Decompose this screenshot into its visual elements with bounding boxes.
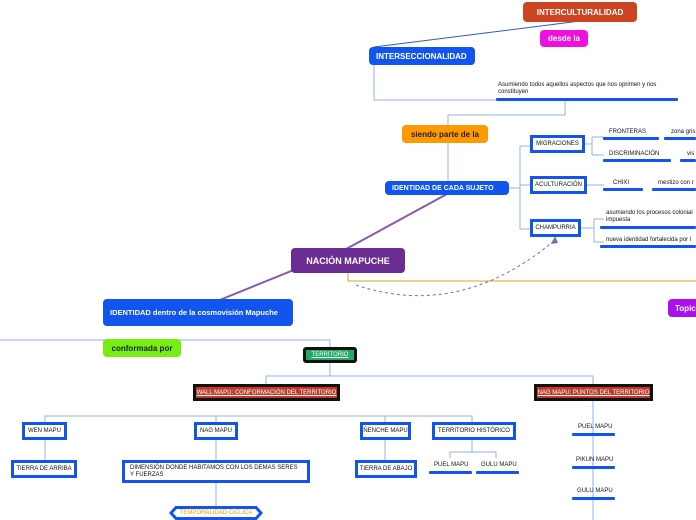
puel-mapu-2-underline [572,433,615,436]
nueva-identidad-underline [600,245,696,248]
nueva-identidad-node[interactable]: nueva identidad fortalecida por l [606,237,692,243]
champurria-node[interactable]: CHAMPURRIA [530,219,581,237]
link-migraciones-children [584,136,604,156]
link-nacion-topic [347,272,696,282]
link-level-2 [44,440,386,460]
link-asumiendo-siendo [447,100,566,125]
mestizo-node[interactable]: mestizo con r [658,180,694,186]
link-historico-children [449,440,497,458]
tierra-arriba-node[interactable]: TIERRA DE ARRIBA [11,460,77,478]
pikun-mapu-underline [572,466,615,469]
wen-mapu-node[interactable]: WEN MAPU [22,422,67,440]
fronteras-node[interactable]: FRONTERAS [609,129,647,135]
nacion-mapuche-node[interactable]: NACIÓN MAPUCHE [291,248,405,273]
aculturacion-node[interactable]: ACULTURACIÓN [530,176,587,194]
nag-mapu-puntos-node[interactable]: NAG MAPU: PUNTOS DEL TERRITORIO [534,384,653,401]
pikun-mapu-node[interactable]: PIKUN MAPU [576,457,614,463]
temporalidad-node[interactable]: TEMPORALIDAD CÍCLICA [179,510,253,516]
desde-la-node[interactable]: desde la [540,30,588,47]
fronteras-underline [603,137,659,140]
puel-mapu-1-underline [429,471,472,474]
puel-mapu-2-node[interactable]: PUEL MAPU [578,424,613,430]
link-wallmapu-children [44,415,473,422]
gulu-mapu-2-underline [572,497,615,500]
dimension-node[interactable]: DIMENSIÓN DONDE HABITAMOS CON LOS DEMAS … [122,460,310,483]
relation-dashed [355,239,556,297]
link-intercultural-interseccional [373,20,581,48]
link-territorio-children [265,362,594,384]
link-nacion-identidad [347,193,448,249]
topic-node[interactable]: Topic [668,299,696,317]
relation-arrowhead [551,236,558,244]
nag-mapu-node[interactable]: NAG MAPU [194,422,238,440]
tierra-abajo-node[interactable]: TIERRA DE ABAJO [355,460,417,478]
siendo-parte-node[interactable]: siendo parte de la [402,125,488,143]
territorio-historico-node[interactable]: TERRITORIO HISTÓRICO [432,422,516,440]
asumiendo-underline [496,98,678,101]
zona-gris-node[interactable]: zona gris [671,129,696,135]
procesos-underline [600,226,696,229]
temporalidad-hexagon [168,506,264,520]
interseccionalidad-node[interactable]: INTERSECCIONALIDAD [369,47,475,65]
migraciones-node[interactable]: MIGRACIONES [530,135,585,153]
chixi-underline [603,188,643,191]
link-champurria-children [580,218,604,243]
zona-gris-underline [664,137,696,140]
discriminacion-underline [603,159,671,162]
interculturalidad-node[interactable]: INTERCULTURALIDAD [523,2,637,22]
identidad-sujeto-node[interactable]: IDENTIDAD DE CADA SUJETO [385,181,509,195]
conformada-por-node[interactable]: conformada por [103,339,181,357]
gulu-mapu-2-node[interactable]: GULU MAPU [577,488,613,494]
wall-mapu-node[interactable]: WALL MAPU: CONFORMACIÓN DEL TERRITORIO [193,384,340,401]
gulu-mapu-1-underline [476,471,519,474]
asumiendo-aspectos-node[interactable]: Asumiendo todos aquellos aspectos que no… [498,82,657,95]
procesos-coloniales-node[interactable]: asumiendo los procesos colonial impuesta [606,210,693,223]
discriminacion-node[interactable]: DISCRIMINACIÓN [609,151,660,157]
nenche-mapu-node[interactable]: ÑENCHE MAPU [360,422,411,440]
vis-underline [680,159,696,162]
puel-mapu-1-node[interactable]: PUEL MAPU [434,462,469,468]
link-identidad-children [508,145,530,230]
gulu-mapu-1-node[interactable]: GULU MAPU [481,462,517,468]
chixi-node[interactable]: CHIXI [613,180,630,186]
identidad-cosmovision-node[interactable]: IDENTIDAD dentro de la cosmovisión Mapuc… [103,299,293,326]
vis-node[interactable]: vis [687,151,695,157]
mestizo-underline [652,188,696,191]
territorio-node[interactable]: TERRITORIO [303,347,357,363]
link-interseccionalidad-asumiendo [373,65,498,101]
